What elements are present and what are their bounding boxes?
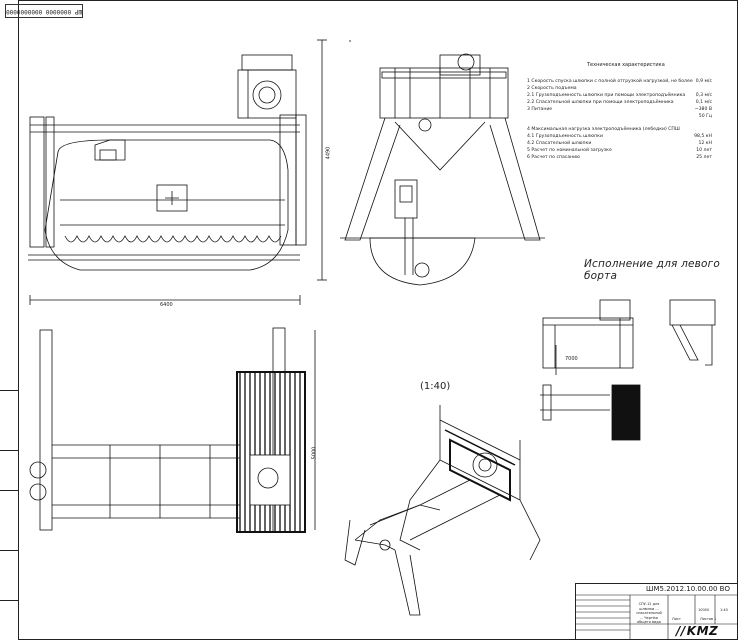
tech-row: 3 Питание~380 В bbox=[527, 107, 712, 112]
kmz-logo: KMZ bbox=[676, 624, 718, 638]
isometric-view bbox=[344, 405, 541, 616]
title-block bbox=[575, 583, 738, 640]
tech-row: 2.1 Грузоподъемность шлюпки при помощи э… bbox=[527, 93, 712, 98]
isometric-scale-label: (1:40) bbox=[420, 381, 451, 392]
drawing-mass: 10000 bbox=[698, 608, 710, 612]
dim-7000: 7000 bbox=[565, 356, 578, 362]
sheets-label: Листов 1 bbox=[700, 617, 717, 621]
plan-view bbox=[29, 327, 316, 533]
tech-row: 2.2 Спасательной шлюпки при помощи элект… bbox=[527, 100, 712, 105]
sheet-label: Лист bbox=[672, 617, 681, 621]
dim-5000: 5000 bbox=[311, 446, 318, 460]
drawing-scale: 1:40 bbox=[720, 608, 728, 612]
dim-4490: 4490 bbox=[325, 146, 332, 160]
tech-row: 4 Максимальная нагрузка электроподъёмник… bbox=[527, 127, 680, 132]
tech-row: 1 Скорость спуска шлюпки с полной отгруз… bbox=[527, 79, 712, 84]
dim-6400: 6400 bbox=[160, 302, 173, 308]
left-side-variant-title: Исполнение для левого борта bbox=[584, 258, 720, 282]
tech-row: 2 Скорость подъема bbox=[527, 86, 577, 91]
tech-title: Техническая характеристика bbox=[587, 62, 665, 68]
side-stamp-strip bbox=[0, 330, 19, 640]
left-side-variant-views bbox=[540, 299, 716, 441]
drawing-code: ШМ5.2012.10.00.00 ВО bbox=[646, 585, 730, 593]
drawing-frame bbox=[18, 0, 738, 640]
drawing-name: СПУ-12 для шлюпки ... спасательной ... Ч… bbox=[636, 602, 662, 624]
side-view bbox=[28, 39, 327, 305]
front-view bbox=[340, 40, 545, 286]
